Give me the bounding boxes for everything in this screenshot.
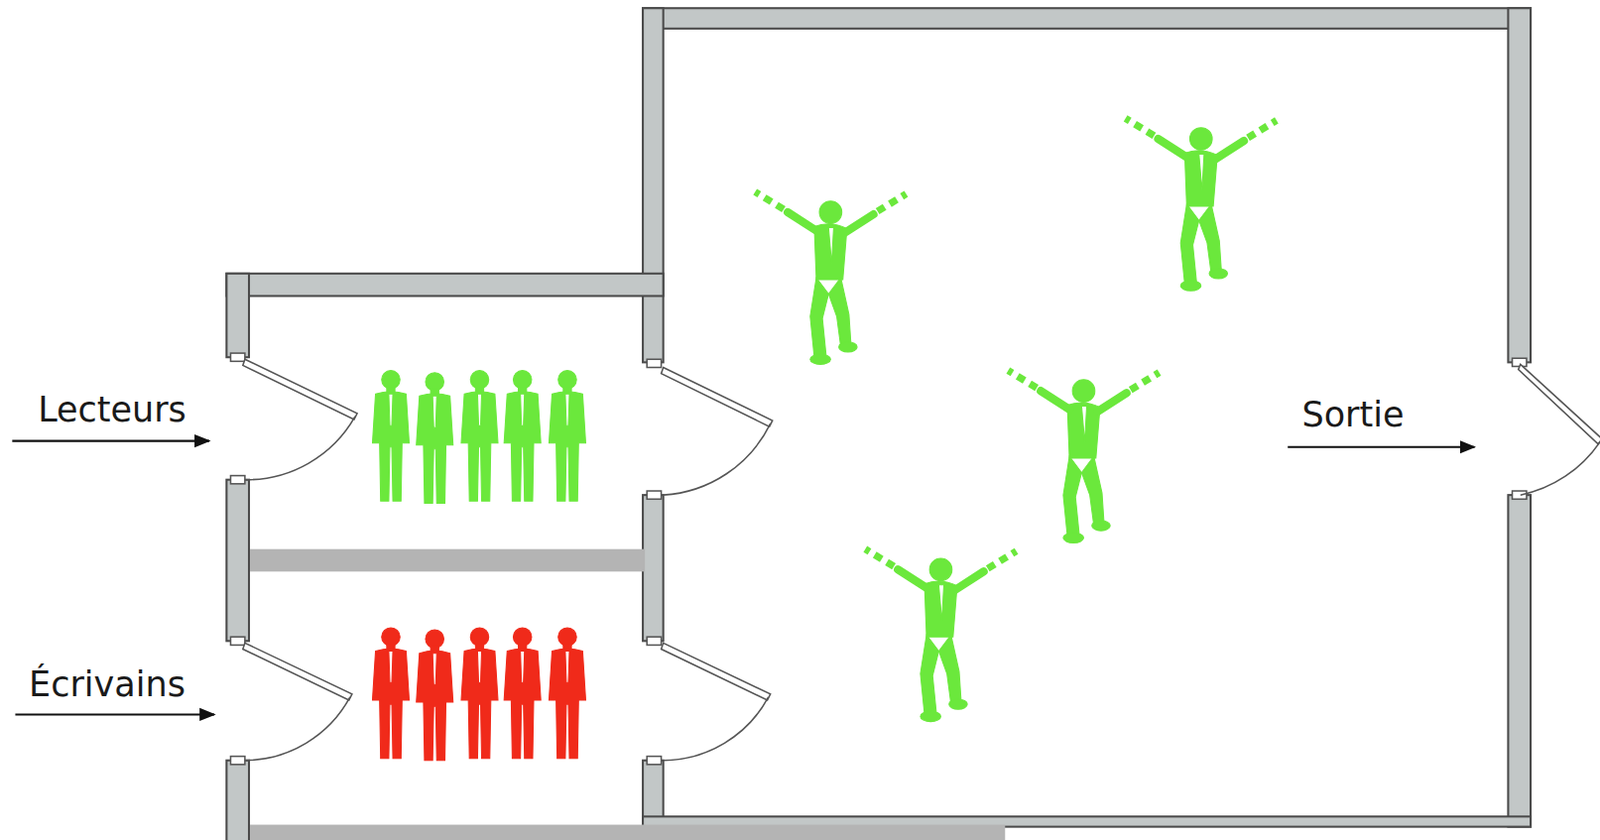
door-leaf bbox=[243, 359, 358, 420]
door-swing bbox=[245, 416, 356, 481]
reader-figure bbox=[461, 370, 498, 502]
entry-arrow bbox=[11, 440, 210, 443]
writer-figure bbox=[371, 627, 409, 759]
arrows bbox=[11, 441, 1475, 716]
waiting-readers bbox=[371, 370, 586, 504]
doors bbox=[230, 353, 1600, 765]
door-swing bbox=[663, 697, 769, 761]
dancing-reader bbox=[1007, 370, 1159, 544]
wall bbox=[1507, 494, 1531, 827]
door-swing bbox=[663, 423, 771, 495]
reader-figure bbox=[416, 372, 454, 504]
door-leaf bbox=[661, 642, 771, 701]
door-swing bbox=[1520, 442, 1600, 496]
writer-figure bbox=[503, 627, 541, 759]
door-jamb bbox=[230, 636, 245, 645]
writer-figure bbox=[416, 629, 454, 761]
wall bbox=[642, 494, 664, 641]
door-jamb bbox=[646, 636, 661, 645]
dancing-reader bbox=[754, 191, 906, 365]
wall bbox=[226, 273, 663, 297]
door-jamb bbox=[230, 353, 245, 362]
dancing-reader bbox=[864, 549, 1016, 723]
door-swing bbox=[245, 697, 351, 761]
room-label: Lecteurs bbox=[37, 390, 187, 430]
reader-figure bbox=[548, 370, 586, 502]
active-readers bbox=[754, 118, 1277, 722]
wall bbox=[642, 7, 1531, 29]
wall bbox=[226, 480, 249, 642]
door-jamb bbox=[646, 756, 661, 765]
writer-figure bbox=[461, 627, 498, 759]
partition bbox=[249, 549, 645, 573]
wall bbox=[1507, 7, 1531, 363]
dancing-reader bbox=[1125, 118, 1277, 291]
door-jamb bbox=[230, 476, 245, 485]
writer-figure bbox=[548, 627, 586, 759]
door-jamb bbox=[646, 359, 661, 368]
reader-figure bbox=[371, 370, 409, 502]
wall bbox=[226, 760, 249, 840]
wall bbox=[642, 7, 664, 363]
partition bbox=[249, 825, 1005, 840]
door-jamb bbox=[1512, 491, 1527, 499]
wall bbox=[226, 273, 249, 358]
room-label: Écrivains bbox=[28, 665, 186, 705]
walls bbox=[226, 7, 1531, 840]
reader-figure bbox=[503, 370, 541, 502]
exit-arrow bbox=[1287, 446, 1475, 449]
entry-arrow bbox=[14, 713, 215, 716]
door-leaf bbox=[1518, 364, 1600, 444]
door-jamb bbox=[230, 756, 245, 765]
door-leaf bbox=[243, 642, 353, 701]
room-label: Sortie bbox=[1301, 395, 1404, 435]
door-leaf bbox=[661, 367, 773, 427]
waiting-writers bbox=[371, 627, 586, 761]
door-jamb bbox=[646, 491, 661, 499]
